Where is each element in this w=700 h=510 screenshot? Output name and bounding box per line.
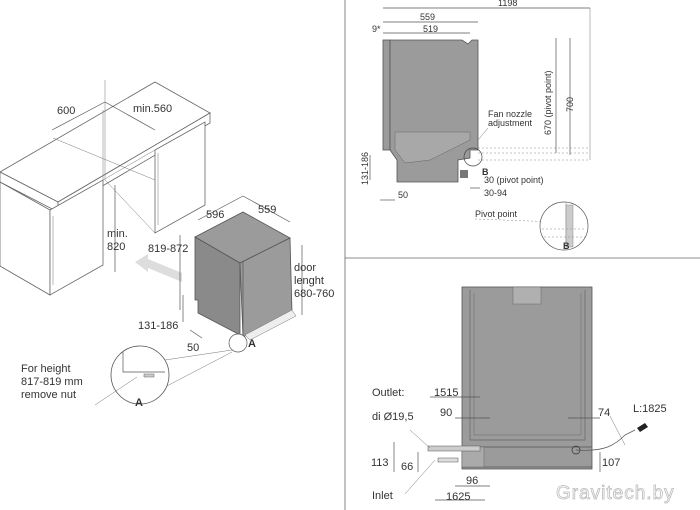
pivot-height-label: 670 (pivot point) [543, 70, 553, 135]
dim-66-label: 66 [401, 461, 413, 473]
watermark: Gravitech.by [556, 483, 675, 504]
plinth-height-label: 131-186 [138, 320, 178, 332]
outlet-label-1: Outlet: [372, 387, 404, 399]
side-plinth-height-label: 131-186 [360, 152, 370, 185]
power-cable [575, 429, 636, 451]
depth-559-label: 559 [420, 12, 435, 22]
dim-113-label: 113 [371, 457, 389, 469]
plug-icon [637, 423, 648, 432]
cable-length-label: L:1825 [633, 403, 667, 415]
detail-circle-a [228, 333, 248, 353]
outlet-hose [427, 445, 481, 452]
fan-nozzle-label-2: adjustment [488, 118, 533, 128]
note-line-3: remove nut [21, 389, 76, 401]
note-line-2: 817-819 mm [21, 376, 83, 388]
dishwasher-front-view [461, 286, 593, 470]
insert-arrow-icon [135, 254, 182, 282]
depth-519-label: 519 [423, 24, 438, 34]
door-range-label: 680-760 [294, 288, 334, 300]
detail-marker-b: B [482, 167, 489, 177]
dim-1515-label: 1515 [434, 387, 458, 399]
fan-nozzle-label-1: Fan nozzle [488, 109, 532, 119]
dishwasher-isometric [194, 211, 297, 353]
side-plinth-depth-label: 50 [398, 190, 408, 200]
height-700-label: 700 [565, 97, 575, 112]
inlet-label: Inlet [372, 490, 393, 502]
offset-9-label: 9* [372, 24, 381, 34]
outlet-label-2: di Ø19,5 [372, 411, 414, 423]
plinth-depth-label: 50 [187, 342, 199, 354]
detail-label-b: B [563, 241, 570, 251]
cabinet-height-label: min. [107, 228, 128, 240]
note-line-1: For height [21, 363, 71, 375]
appliance-depth-label: 559 [258, 204, 276, 216]
detail-marker-a: A [248, 338, 256, 350]
dishwasher-side-view [382, 39, 483, 183]
pivot-point-label: Pivot point [475, 209, 518, 219]
dim-107-label: 107 [602, 457, 620, 469]
cabinet-width-label: 600 [57, 105, 75, 117]
pivot-30-label: 30 (pivot point) [484, 175, 544, 185]
cabinet-height-value: 820 [107, 241, 125, 253]
appliance-width-label: 596 [206, 209, 224, 221]
kitchen-cabinet [0, 80, 211, 296]
door-label-1: door [294, 262, 316, 274]
dim-90-label: 90 [440, 407, 452, 419]
inlet-hose [437, 457, 459, 463]
detail-b-circle [539, 201, 589, 251]
dim-1625-label: 1625 [446, 491, 470, 503]
detail-label-a: A [135, 397, 143, 409]
cabinet-depth-label: min.560 [133, 103, 172, 115]
detail-a-circle [110, 345, 170, 405]
dim-96-label: 96 [466, 475, 478, 487]
door-label-2: lenght [294, 275, 324, 287]
total-depth-label: 1198 [498, 0, 517, 8]
range-30-94-label: 30-94 [484, 188, 507, 198]
dim-74-label: 74 [598, 407, 610, 419]
appliance-height-label: 819-872 [148, 243, 188, 255]
